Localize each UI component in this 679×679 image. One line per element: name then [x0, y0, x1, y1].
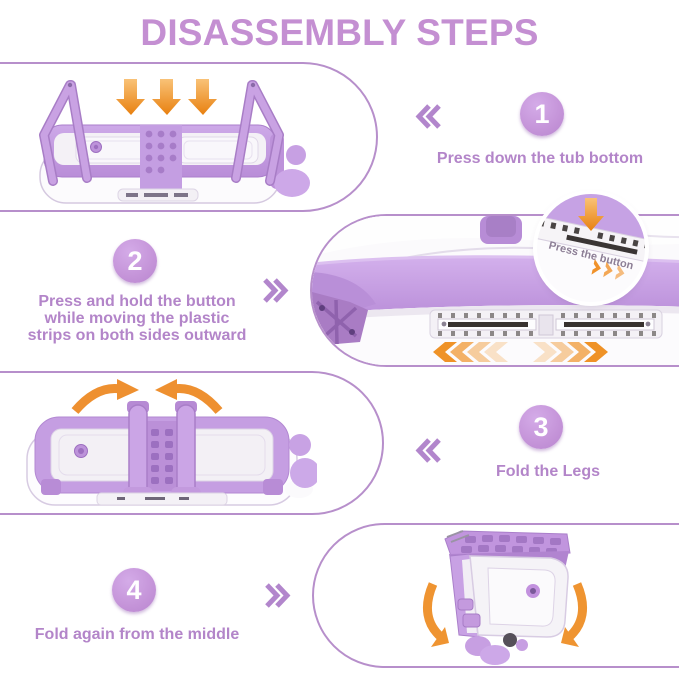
step3-number-badge: 3 [519, 405, 563, 449]
step2-label: Press and hold the button while moving t… [27, 293, 247, 344]
step4-label: Fold again from the middle [34, 626, 240, 643]
press-down-arrows-icon [116, 79, 217, 115]
tub-folded-standing-illustration [422, 530, 588, 665]
step3-image-panel [0, 371, 384, 515]
slide-outward-chevrons-icon [433, 342, 608, 362]
step3-pointer-double-chevron-left-icon [415, 438, 441, 463]
fold-down-arrows-icon [422, 582, 588, 647]
tub-upside-down-illustration [39, 79, 310, 204]
step1-pointer-double-chevron-left-icon [415, 104, 441, 129]
page-title: DISASSEMBLY STEPS [140, 12, 539, 53]
step1-label: Press down the tub bottom [436, 150, 644, 167]
step4-number-badge: 4 [112, 568, 156, 612]
press-arrow-down-icon [578, 198, 604, 231]
step2-pointer-double-chevron-right-icon [263, 278, 289, 303]
step2-image-panel: Press the button [310, 194, 679, 367]
step1-image-panel [0, 62, 378, 212]
press-button-inset: Press the button [537, 194, 645, 302]
step4-pointer-double-chevron-right-icon [265, 583, 291, 608]
step3-label: Fold the Legs [496, 463, 600, 480]
step1-number-badge: 1 [520, 92, 564, 136]
tub-folded-flat-illustration [26, 379, 317, 506]
step4-image-panel [312, 523, 679, 668]
step2-number-badge: 2 [113, 239, 157, 283]
